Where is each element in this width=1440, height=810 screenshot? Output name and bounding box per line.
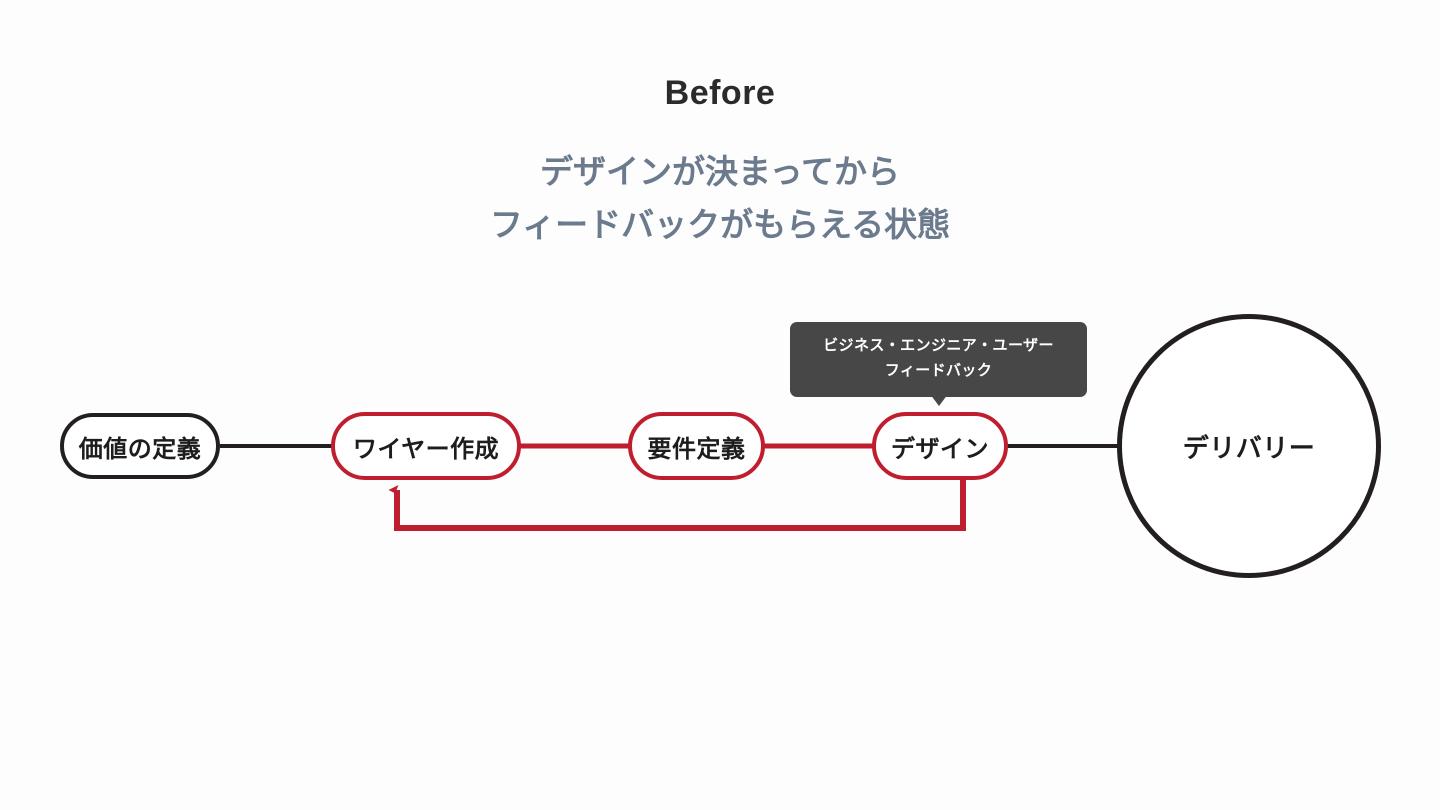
flow-node-requirements[interactable]: 要件定義 xyxy=(628,412,765,480)
tooltip-pointer-icon xyxy=(930,394,948,406)
subtitle-line-2: フィードバックがもらえる状態 xyxy=(489,206,951,244)
tooltip-line-2: フィードバック xyxy=(884,361,993,379)
flow-node-label: 要件定義 xyxy=(647,435,746,463)
tooltip-line-1: ビジネス・エンジニア・ユーザー xyxy=(823,337,1054,354)
page-subtitle: デザインが決まってから フィードバックがもらえる状態 xyxy=(0,145,1440,252)
flow-node-label: デリバリー xyxy=(1182,432,1316,463)
flow-node-label: デザイン xyxy=(891,435,989,463)
flow-node-delivery[interactable]: デリバリー xyxy=(1117,314,1381,578)
flow-node-design[interactable]: デザイン xyxy=(872,412,1008,480)
feedback-loop-arrow xyxy=(388,478,966,531)
feedback-tooltip: ビジネス・エンジニア・ユーザー フィードバック xyxy=(790,322,1087,397)
page-title: Before xyxy=(664,74,776,112)
flow-node-wireframe[interactable]: ワイヤー作成 xyxy=(331,412,521,480)
flow-node-value-definition[interactable]: 価値の定義 xyxy=(60,413,220,479)
flow-node-label: ワイヤー作成 xyxy=(352,435,500,463)
subtitle-line-1: デザインが決まってから xyxy=(539,153,901,190)
flow-node-label: 価値の定義 xyxy=(78,435,202,463)
